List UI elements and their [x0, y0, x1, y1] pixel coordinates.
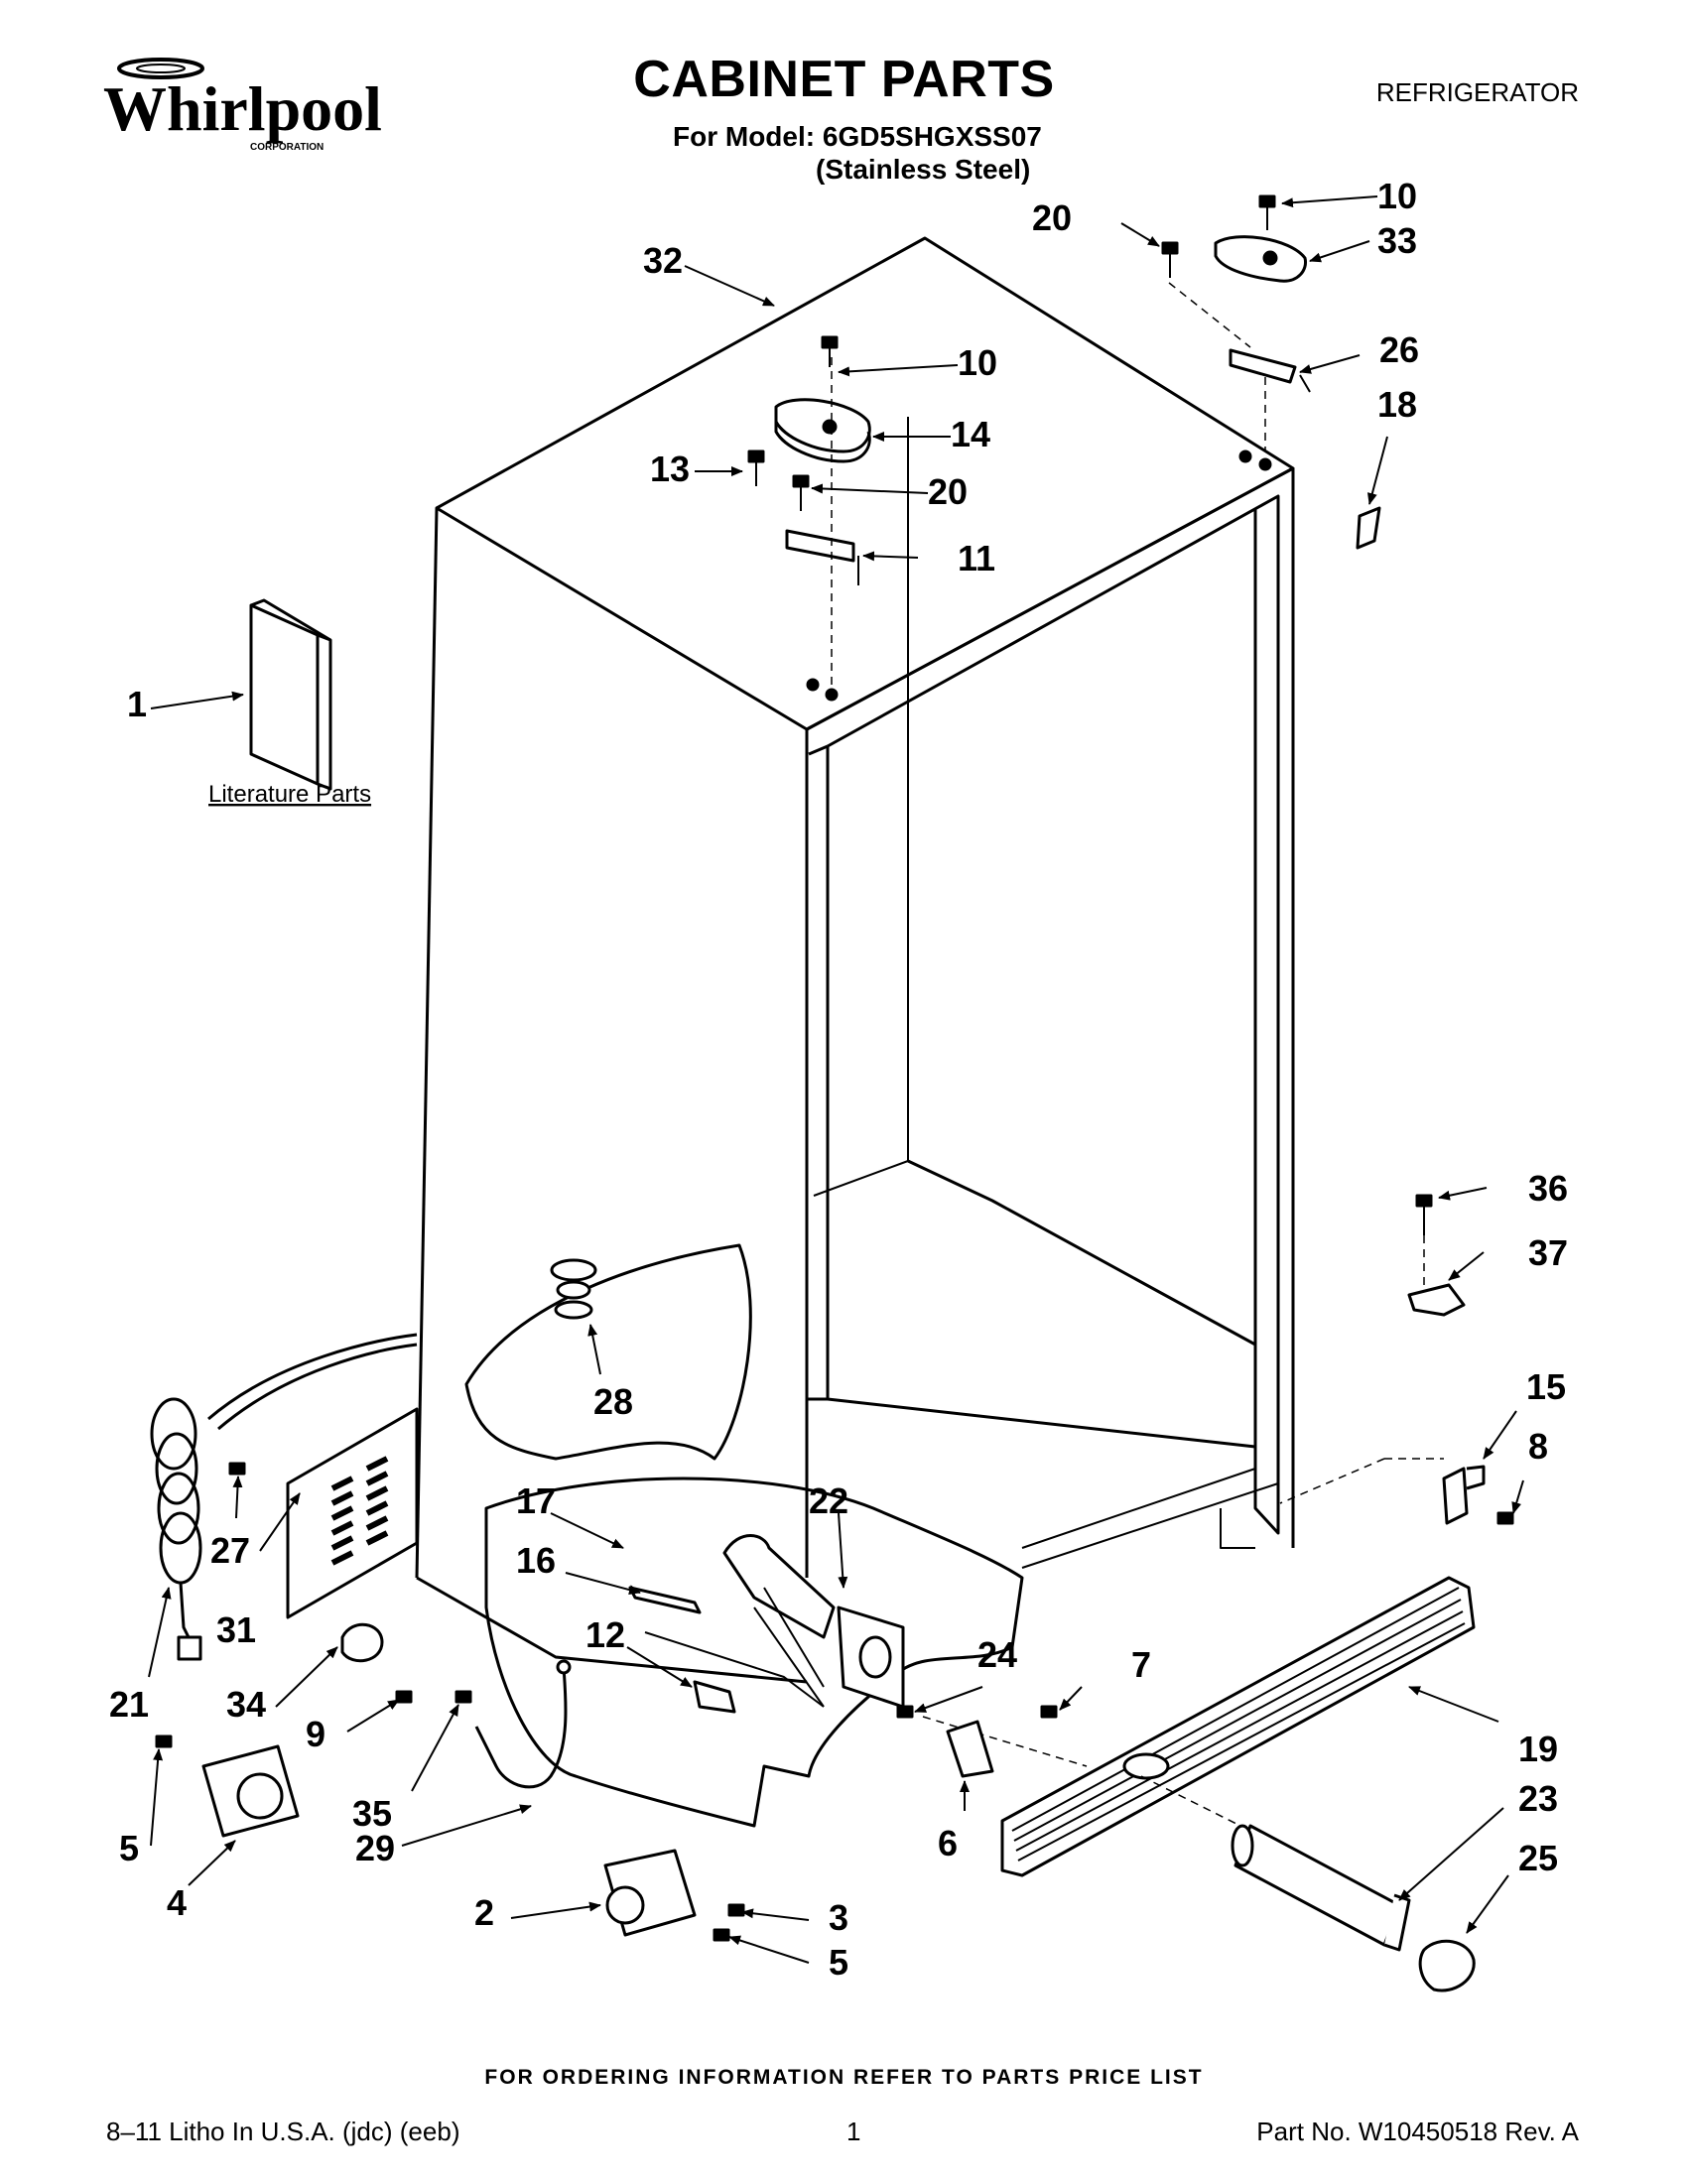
screw-35 — [454, 1690, 472, 1704]
cutaway-upper — [464, 1243, 752, 1461]
model-number: For Model: 6GD5SHGXSS07 — [673, 121, 1042, 152]
hinge-top-right — [1161, 194, 1381, 550]
callout-19: 19 — [1518, 1729, 1558, 1769]
callout-20-left: 20 — [928, 471, 968, 512]
cabinet-shell — [415, 236, 1295, 1684]
part-34 — [340, 1622, 384, 1663]
callout-24: 24 — [977, 1634, 1017, 1675]
water-filter — [1231, 1824, 1476, 1992]
front-leveler — [603, 1849, 745, 1942]
callout-7: 7 — [1131, 1644, 1151, 1685]
callout-13: 13 — [650, 449, 690, 489]
callout-31: 31 — [216, 1609, 256, 1650]
callout-6: 6 — [938, 1823, 958, 1863]
product-category: REFRIGERATOR — [1375, 77, 1579, 107]
callout-36: 36 — [1528, 1168, 1568, 1209]
whirlpool-logo: Whirlpool CORPORATION — [103, 58, 382, 153]
power-cord — [150, 1333, 418, 1661]
literature-parts-label: Literature Parts — [208, 781, 371, 808]
callout-29: 29 — [355, 1828, 395, 1868]
part-28-grommet — [550, 1258, 597, 1320]
callout-1: 1 — [127, 684, 147, 724]
callout-9: 9 — [306, 1714, 325, 1754]
callout-23: 23 — [1518, 1778, 1558, 1819]
literature-booklet — [249, 598, 332, 791]
callout-37: 37 — [1528, 1232, 1568, 1273]
callout-20-right: 20 — [1032, 197, 1072, 238]
callout-3: 3 — [829, 1897, 848, 1938]
callout-17: 17 — [516, 1480, 556, 1521]
litho-info: 8–11 Litho In U.S.A. (jdc) (eeb) — [106, 2117, 460, 2146]
callout-12: 12 — [585, 1614, 625, 1655]
filter-housing — [722, 1534, 905, 1709]
callout-16: 16 — [516, 1540, 556, 1581]
callout-25: 25 — [1518, 1838, 1558, 1878]
callout-32: 32 — [643, 240, 683, 281]
ordering-note: FOR ORDERING INFORMATION REFER TO PARTS … — [484, 2066, 1204, 2089]
part-12 — [693, 1680, 736, 1714]
hinge-top-left — [747, 335, 871, 702]
clip-6 — [946, 1720, 994, 1778]
screw-9 — [395, 1690, 413, 1704]
water-tube — [474, 1666, 568, 1789]
callout-8: 8 — [1528, 1426, 1548, 1467]
page-number: 1 — [846, 2117, 861, 2146]
screw-24 — [896, 1705, 914, 1719]
callout-34: 34 — [226, 1684, 266, 1725]
brand-subtitle: CORPORATION — [250, 142, 324, 153]
callout-35: 35 — [352, 1793, 392, 1834]
screw-7 — [1040, 1705, 1058, 1719]
brand-wordmark: Whirlpool — [103, 73, 382, 144]
callout-26: 26 — [1379, 329, 1419, 370]
callout-22: 22 — [809, 1480, 848, 1521]
part-number: Part No. W10450518 Rev. A — [1256, 2117, 1579, 2146]
tube-16 — [644, 1631, 825, 1708]
callout-10-right: 10 — [1377, 176, 1417, 216]
right-bracket-parts — [1279, 1194, 1514, 1525]
screw-27 — [228, 1462, 246, 1476]
callout-33: 33 — [1377, 220, 1417, 261]
page-title: CABINET PARTS — [633, 51, 1055, 108]
callout-27: 27 — [210, 1530, 250, 1571]
tube-17 — [628, 1586, 702, 1614]
callout-15: 15 — [1526, 1366, 1566, 1407]
callout-2: 2 — [474, 1892, 494, 1933]
callout-14: 14 — [951, 414, 990, 454]
callout-11: 11 — [958, 538, 995, 578]
callout-21: 21 — [109, 1684, 149, 1725]
toe-grille — [922, 1576, 1476, 1877]
callout-5-front: 5 — [829, 1942, 848, 1983]
callout-28: 28 — [593, 1381, 633, 1422]
callout-10-left: 10 — [958, 342, 997, 383]
callout-5-rear: 5 — [119, 1828, 139, 1868]
model-finish: (Stainless Steel) — [816, 154, 1031, 185]
cutaway-lower — [484, 1477, 1024, 1828]
rear-access-panel — [286, 1407, 419, 1619]
callout-18: 18 — [1377, 384, 1417, 425]
rear-roller — [155, 1734, 300, 1838]
callout-4: 4 — [167, 1882, 187, 1923]
